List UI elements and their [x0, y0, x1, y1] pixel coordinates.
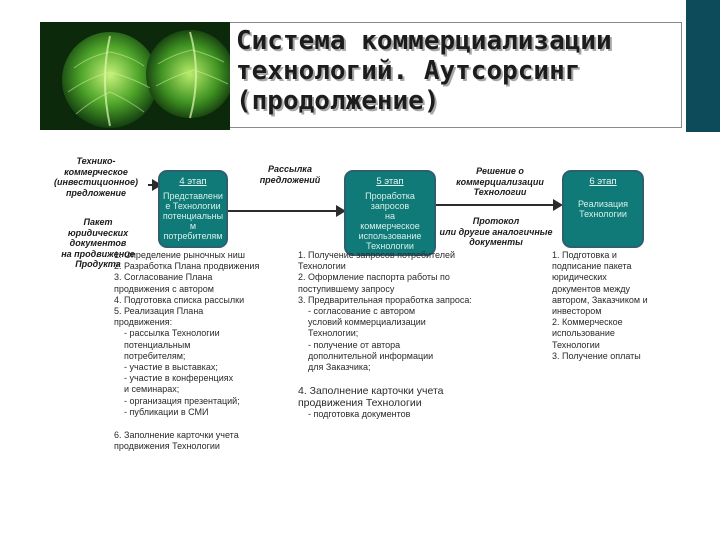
list-item: 2. Разработка Плана продвижения — [114, 261, 260, 272]
stage-4-text: Представлени е Технологии потенциальны м… — [162, 191, 224, 241]
mailing-label: Рассылка предложений — [259, 164, 321, 185]
list-item: - получение от автора дополнительной инф… — [308, 339, 434, 373]
stage-5-text: Проработка запросов на коммерческое испо… — [358, 191, 422, 251]
list-item: - согласование с автором условий коммерц… — [308, 306, 426, 339]
stage-5-box: 5 этап Проработка запросов на коммерческ… — [344, 170, 436, 256]
list-item: - организация презентаций; — [124, 395, 240, 406]
list-item: 1. Подготовка и подписание пакета юридич… — [552, 250, 648, 317]
protocol-label: Протокол или другие аналогичные документ… — [439, 216, 553, 247]
decision-label: Решение о коммерциализации Технологии — [456, 166, 544, 197]
leaf-photo-image — [40, 22, 230, 130]
list-item: 2. Оформление паспорта работы по поступи… — [298, 272, 450, 294]
list-item: 1. Определение рыночных ниш — [114, 250, 246, 260]
accent-bar — [686, 0, 720, 132]
stage-6-box: 6 этап Реализация Технологии — [562, 170, 644, 248]
arrow-right-icon — [336, 205, 346, 217]
list-item: 6. Заполнение карточки учета продвижения… — [114, 430, 239, 452]
list-item: - участие в конференциях и семинарах; — [124, 373, 234, 395]
list-item: 2. Коммерческое использование Технологии — [552, 317, 623, 350]
stage-6-steps-list: 1. Подготовка и подписание пакета юридич… — [552, 250, 714, 362]
list-item: - подготовка документов — [308, 409, 411, 420]
list-item: 3. Согласование Плана продвижения с авто… — [114, 272, 214, 294]
list-item: 3. Предварительная проработка запроса: — [298, 294, 472, 305]
list-item: - рассылка Технологии потенциальным потр… — [124, 328, 220, 361]
arrow-line-3 — [436, 204, 554, 206]
leaf-photo — [40, 22, 230, 130]
stage-6-title: 6 этап — [589, 176, 617, 187]
arrow-line-1 — [148, 184, 154, 186]
arrow-line-2 — [228, 210, 338, 212]
list-item: 5. Реализация Плана продвижения: — [114, 306, 204, 328]
arrow-right-icon — [152, 179, 162, 191]
list-item: 3. Получение оплаты — [552, 350, 641, 361]
list-item: 4. Подготовка списка рассылки — [114, 294, 245, 305]
slide-header: Система коммерциализации технологий. Аут… — [0, 0, 720, 132]
stage-5-title: 5 этап — [376, 176, 404, 187]
tech-commercial-offer-label: Технико- коммерческое (инвестиционное) п… — [54, 156, 138, 198]
arrow-right-icon — [553, 199, 563, 211]
title-shadow: Система коммерциализации технологий. Аут… — [238, 28, 614, 118]
stage-4-box: 4 этап Представлени е Технологии потенци… — [158, 170, 228, 248]
process-flow: Технико- коммерческое (инвестиционное) п… — [0, 132, 720, 540]
legal-documents-package-label: Пакет юридических документов на продвиже… — [61, 217, 135, 269]
list-item: - участие в выставках; — [124, 362, 218, 373]
list-item: - публикации в СМИ — [124, 406, 209, 417]
stage-5-steps-list: 1. Получение запросов потребителей Техно… — [298, 250, 530, 420]
stage-6-text: Реализация Технологии — [577, 199, 629, 219]
slide-title: Система коммерциализации технологий. Аут… — [236, 26, 612, 116]
stage-4-title: 4 этап — [179, 176, 207, 187]
list-item: 4. Заполнение карточки учета продвижения… — [298, 385, 444, 410]
list-item: 1. Получение запросов потребителей Техно… — [298, 250, 456, 272]
